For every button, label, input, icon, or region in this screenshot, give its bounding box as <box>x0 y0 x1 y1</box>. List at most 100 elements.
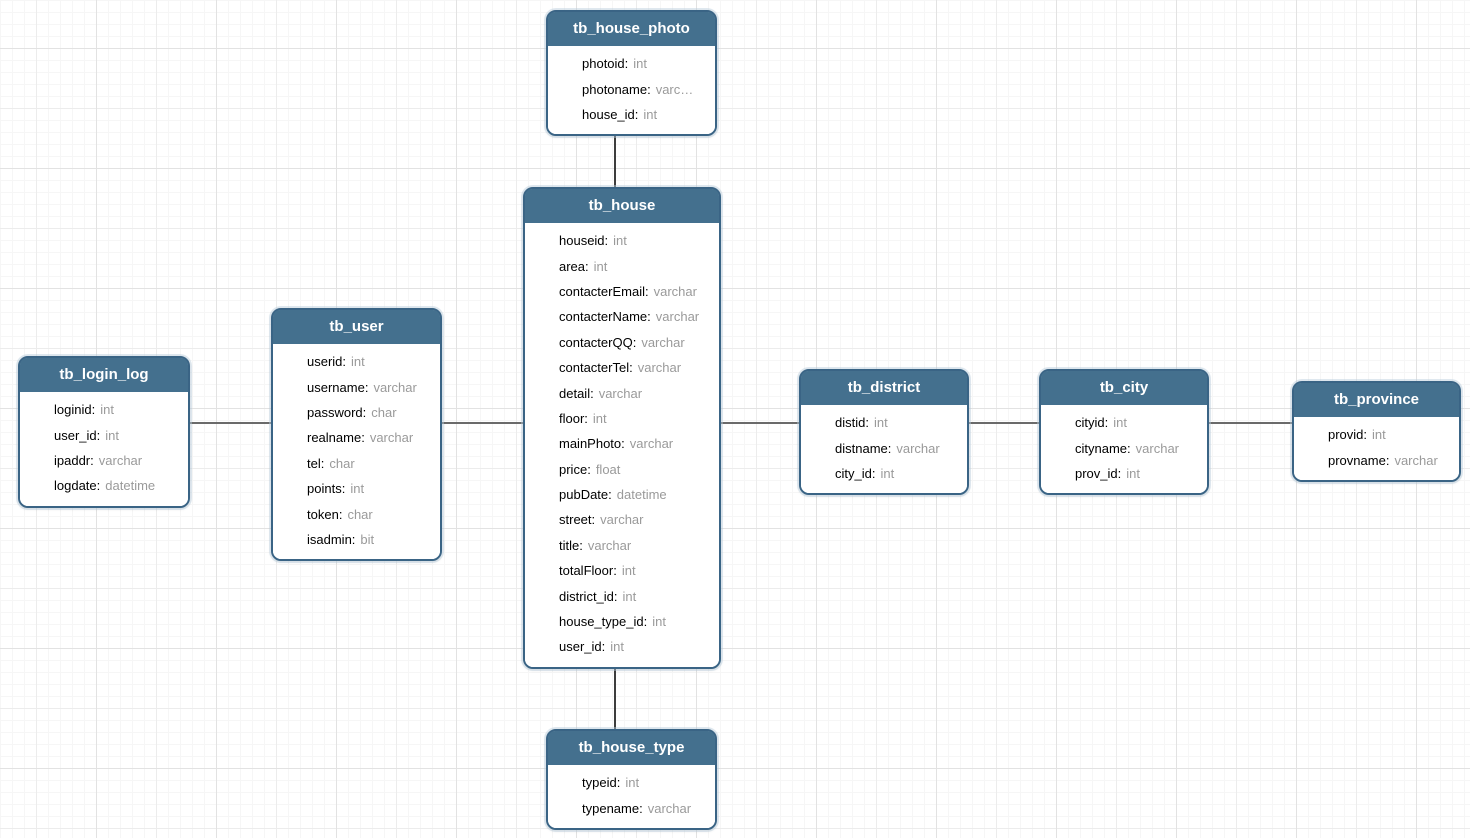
field-type: varc… <box>655 81 694 97</box>
field-type: varchar <box>637 360 682 376</box>
field-name: contacterName <box>559 309 651 324</box>
field-row-ipaddr[interactable]: ipaddrvarchar <box>20 448 188 473</box>
table-header-tb_house_photo[interactable]: tb_house_photo <box>548 12 715 46</box>
field-row-tel[interactable]: telchar <box>273 451 440 476</box>
field-name: houseid <box>559 233 608 248</box>
field-row-area[interactable]: areaint <box>525 253 719 278</box>
field-row-floor[interactable]: floorint <box>525 406 719 431</box>
field-row-contacterQQ[interactable]: contacterQQvarchar <box>525 330 719 355</box>
field-type: varchar <box>896 440 940 456</box>
field-type: int <box>652 614 666 630</box>
table-header-tb_house_type[interactable]: tb_house_type <box>548 731 715 765</box>
field-row-house_type_id[interactable]: house_type_id int <box>525 609 719 634</box>
field-row-typename[interactable]: typenamevarchar <box>548 795 715 820</box>
table-tb_house_type[interactable]: tb_house_type typeidinttypenamevarchar <box>546 729 717 830</box>
table-tb_province[interactable]: tb_province providintprovnamevarchar <box>1292 381 1461 482</box>
table-header-tb_user[interactable]: tb_user <box>273 310 440 344</box>
field-type: int <box>873 415 888 431</box>
connector-tb_login_log-tb_user[interactable] <box>188 422 273 424</box>
table-title: tb_user <box>329 318 384 335</box>
field-row-title[interactable]: titlevarchar <box>525 533 719 558</box>
field-row-price[interactable]: pricefloat <box>525 457 719 482</box>
field-row-contacterName[interactable]: contacterNamevarchar <box>525 304 719 329</box>
field-row-street[interactable]: streetvarchar <box>525 507 719 532</box>
field-type: int <box>622 588 637 604</box>
field-row-photoname[interactable]: photonamevarc… <box>548 76 715 101</box>
field-row-isadmin[interactable]: isadminbit <box>273 527 440 552</box>
table-header-tb_house[interactable]: tb_house <box>525 189 719 223</box>
table-tb_city[interactable]: tb_city cityidint cityname varchar prov_idin… <box>1039 369 1209 496</box>
table-tb_login_log[interactable]: tb_login_logloginidintuser_idintipaddrva… <box>18 356 190 508</box>
field-name: tel <box>307 456 324 471</box>
field-type: int <box>100 402 114 418</box>
field-row-token[interactable]: tokenchar <box>273 501 440 526</box>
field-row-prov_id[interactable]: prov_idint <box>1041 461 1207 486</box>
table-tb_user[interactable]: tb_user useridint username varchar passwordc… <box>271 308 442 562</box>
field-name: distname <box>835 441 891 456</box>
field-row-distid[interactable]: distidint <box>801 410 967 435</box>
field-row-user_id[interactable]: user_idint <box>525 634 719 659</box>
field-row-password[interactable]: passwordchar <box>273 400 440 425</box>
table-tb_district[interactable]: tb_district distidint distname varchar city_… <box>799 369 969 496</box>
field-row-pubDate[interactable]: pubDatedatetime <box>525 482 719 507</box>
field-row-detail[interactable]: detailvarchar <box>525 380 719 405</box>
connector-tb_city-tb_province[interactable] <box>1207 422 1294 424</box>
field-name: loginid <box>54 402 95 417</box>
field-row-mainPhoto[interactable]: mainPhotovarchar <box>525 431 719 456</box>
field-name: provname <box>1328 453 1389 468</box>
field-type: varchar <box>373 379 417 395</box>
field-row-userid[interactable]: useridint <box>273 349 440 374</box>
field-name: username <box>307 380 368 395</box>
field-name: house_type_id <box>559 614 647 629</box>
field-row-typeid[interactable]: typeidint <box>548 770 715 795</box>
field-row-username[interactable]: username varchar <box>273 374 440 399</box>
field-row-logdate[interactable]: logdatedatetime <box>20 473 188 498</box>
field-name: price <box>559 462 591 477</box>
field-row-loginid[interactable]: loginid int <box>20 397 188 422</box>
connector-tb_house-tb_district[interactable] <box>719 422 801 424</box>
field-row-provname[interactable]: provnamevarchar <box>1294 447 1459 472</box>
field-name: title <box>559 538 583 553</box>
table-tb_house[interactable]: tb_househouseidintareaintcontacterEmailv… <box>523 187 721 669</box>
field-row-city_id[interactable]: city_idint <box>801 461 967 486</box>
field-row-cityname[interactable]: cityname varchar <box>1041 435 1207 460</box>
field-name: isadmin <box>307 532 355 547</box>
field-name: typeid <box>582 775 620 790</box>
field-row-distname[interactable]: distname varchar <box>801 435 967 460</box>
field-row-totalFloor[interactable]: totalFloorint <box>525 558 719 583</box>
connector-tb_house_photo-tb_house[interactable] <box>614 131 616 189</box>
field-name: photoid <box>582 56 628 71</box>
field-row-realname[interactable]: realnamevarchar <box>273 425 440 450</box>
field-row-contacterEmail[interactable]: contacterEmailvarchar <box>525 279 719 304</box>
field-name: cityname <box>1075 441 1131 456</box>
field-type: varchar <box>647 800 692 816</box>
field-row-house_id[interactable]: house_idint <box>548 102 715 127</box>
field-row-houseid[interactable]: houseidint <box>525 228 719 253</box>
field-type: int <box>351 354 365 370</box>
connector-tb_user-tb_house[interactable] <box>440 422 525 424</box>
table-header-tb_login_log[interactable]: tb_login_log <box>20 358 188 392</box>
table-tb_house_photo[interactable]: tb_house_photo photoidintphotonamevarc…ho… <box>546 10 717 137</box>
table-title: tb_house_type <box>578 739 685 756</box>
field-type: varchar <box>1135 440 1180 456</box>
field-name: cityid <box>1075 415 1108 430</box>
table-header-tb_district[interactable]: tb_district <box>801 371 967 405</box>
table-header-tb_province[interactable]: tb_province <box>1294 383 1459 417</box>
table-header-tb_city[interactable]: tb_city <box>1041 371 1207 405</box>
field-row-points[interactable]: pointsint <box>273 476 440 501</box>
field-row-cityid[interactable]: cityidint <box>1041 410 1207 435</box>
connector-tb_district-tb_city[interactable] <box>967 422 1041 424</box>
field-name: contacterTel <box>559 360 633 375</box>
field-row-user_id[interactable]: user_idint <box>20 422 188 447</box>
field-type: int <box>105 427 119 443</box>
field-row-district_id[interactable]: district_idint <box>525 583 719 608</box>
connector-tb_house-tb_house_type[interactable] <box>614 664 616 731</box>
field-name: provid <box>1328 427 1367 442</box>
field-type: varchar <box>98 452 143 468</box>
field-type: datetime <box>105 478 156 494</box>
table-title: tb_province <box>1333 391 1420 408</box>
field-row-photoid[interactable]: photoidint <box>548 51 715 76</box>
field-row-provid[interactable]: providint <box>1294 422 1459 447</box>
field-row-contacterTel[interactable]: contacterTel varchar <box>525 355 719 380</box>
